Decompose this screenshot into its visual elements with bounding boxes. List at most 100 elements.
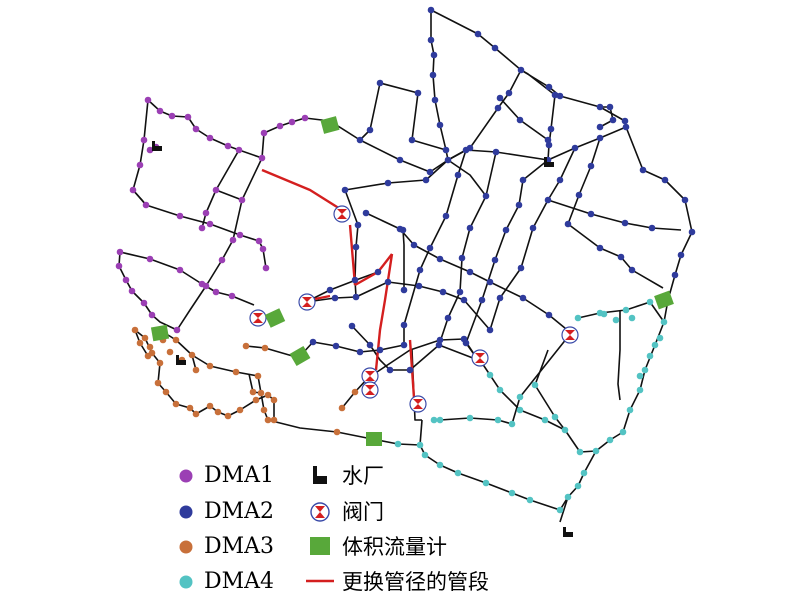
- valve-icon: [561, 326, 579, 344]
- network-node: [166, 348, 174, 356]
- network-node: [641, 366, 649, 374]
- network-node: [148, 311, 156, 319]
- network-node: [505, 89, 513, 97]
- network-node: [544, 196, 552, 204]
- pipe-segment: [379, 82, 419, 141]
- pipe-segment: [617, 310, 621, 401]
- network-node: [519, 294, 527, 302]
- pipe-segment: [132, 189, 147, 206]
- network-node: [478, 296, 486, 304]
- network-node: [242, 342, 250, 350]
- network-node: [394, 440, 402, 448]
- network-node: [406, 366, 414, 374]
- pipe-segment: [134, 329, 275, 417]
- network-node: [156, 107, 164, 115]
- network-node: [333, 428, 341, 436]
- pipe-segment: [439, 332, 572, 425]
- network-node: [612, 316, 620, 324]
- network-node: [436, 416, 444, 424]
- valve-icon: [361, 367, 379, 385]
- network-node: [636, 372, 644, 380]
- water-plant-icon: [176, 355, 186, 365]
- network-node: [141, 334, 149, 342]
- network-node: [212, 186, 220, 194]
- flowmeter-icon: [289, 345, 311, 367]
- network-node: [326, 286, 334, 294]
- network-node: [146, 146, 154, 154]
- network-node: [348, 322, 356, 330]
- network-node: [508, 420, 516, 428]
- network-node: [173, 326, 181, 334]
- network-node: [366, 126, 374, 134]
- pipe-segment: [430, 9, 626, 122]
- network-node: [482, 479, 490, 487]
- pipe-segment: [402, 229, 405, 290]
- network-node: [575, 191, 583, 199]
- network-node: [621, 117, 629, 125]
- network-node: [617, 253, 625, 261]
- network-node: [545, 141, 553, 149]
- network-devices: [150, 116, 674, 537]
- network-node: [400, 286, 408, 294]
- network-node: [671, 271, 679, 279]
- network-node: [574, 482, 582, 490]
- network-node: [648, 224, 656, 232]
- network-node: [416, 441, 424, 449]
- network-node: [609, 116, 617, 124]
- pipe-segment: [301, 325, 405, 355]
- network-node: [656, 334, 664, 342]
- network-node: [571, 144, 579, 152]
- network-node: [466, 268, 474, 276]
- network-node: [309, 338, 317, 346]
- network-node: [661, 176, 669, 184]
- pipe-segment: [534, 349, 597, 453]
- network-node: [596, 244, 604, 252]
- network-node: [414, 89, 422, 97]
- network-node: [596, 103, 604, 111]
- network-node: [491, 44, 499, 52]
- network-node: [146, 255, 154, 263]
- pipe-segment: [599, 106, 614, 128]
- network-node: [486, 326, 494, 334]
- network-node: [426, 168, 434, 176]
- network-node: [551, 91, 559, 99]
- network-node: [352, 293, 360, 301]
- pipe-lines: [118, 9, 693, 523]
- flowmeter-icon: [264, 308, 286, 328]
- network-node: [352, 243, 360, 251]
- network-node: [460, 335, 468, 343]
- network-node: [384, 179, 392, 187]
- network-node: [140, 299, 148, 307]
- network-node: [580, 469, 588, 477]
- network-node: [681, 196, 689, 204]
- network-node: [144, 96, 152, 104]
- network-node: [362, 209, 370, 217]
- network-node: [427, 36, 435, 44]
- network-node: [516, 406, 524, 414]
- network-node: [399, 226, 407, 234]
- network-node: [122, 276, 130, 284]
- network-node: [354, 221, 362, 229]
- pipe-segment: [147, 99, 263, 159]
- network-node: [186, 404, 194, 412]
- network-node: [628, 266, 636, 274]
- network-node: [517, 264, 525, 272]
- network-node: [622, 306, 630, 314]
- replaced-pipe-lines: [261, 168, 416, 399]
- network-node: [236, 406, 244, 414]
- network-node: [494, 104, 502, 112]
- replaced-pipe-segment: [261, 168, 346, 214]
- network-node: [621, 219, 629, 227]
- flowmeter-icon: [654, 290, 674, 310]
- network-node: [688, 228, 696, 236]
- valve-icon: [333, 205, 351, 223]
- pipe-segment: [419, 419, 569, 511]
- network-node: [415, 282, 423, 290]
- network-node: [561, 426, 569, 434]
- network-node: [460, 296, 468, 304]
- pipe-segment: [499, 97, 549, 141]
- network-node: [376, 346, 384, 354]
- network-node: [556, 506, 564, 514]
- pipe-segment: [329, 69, 522, 173]
- network-node: [596, 123, 604, 131]
